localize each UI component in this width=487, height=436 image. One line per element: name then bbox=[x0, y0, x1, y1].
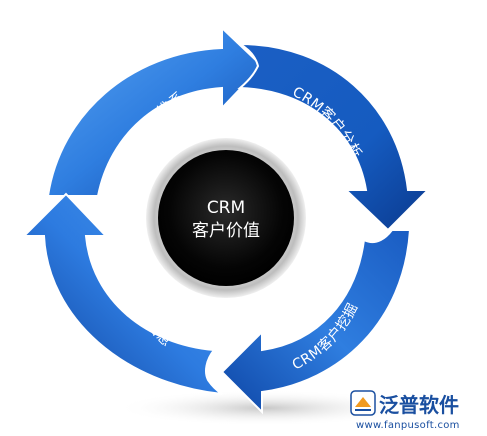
floor-shadow bbox=[115, 390, 415, 426]
brand-url: www.fanpusoft.com bbox=[356, 420, 460, 431]
brand-logo: 泛普软件 www.fanpusoft.com bbox=[350, 390, 460, 431]
brand-name: 泛普软件 bbox=[379, 393, 459, 417]
arrow-top-left bbox=[46, 25, 264, 197]
arrow-bottom-right bbox=[220, 229, 412, 415]
center-title: CRM bbox=[207, 198, 245, 218]
arrow-top-right bbox=[236, 42, 431, 232]
center-subtitle: 客户价值 bbox=[192, 221, 260, 241]
fanpu-logo-icon bbox=[350, 390, 376, 416]
arrow-bottom-left bbox=[21, 192, 223, 395]
center-hub bbox=[158, 150, 294, 286]
